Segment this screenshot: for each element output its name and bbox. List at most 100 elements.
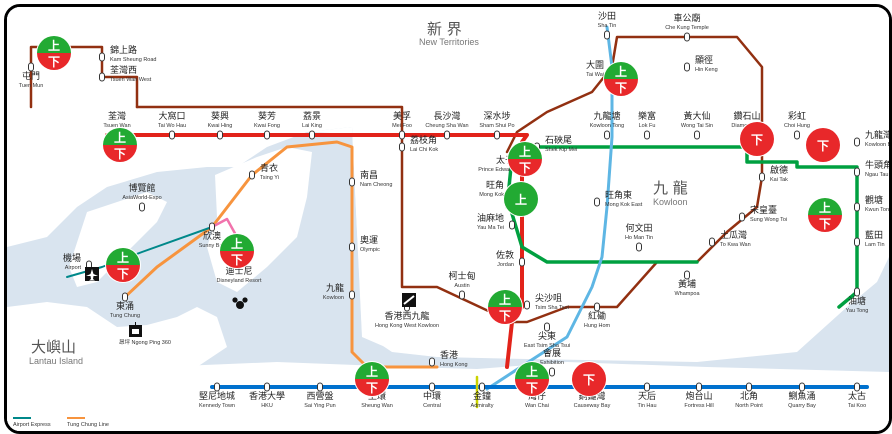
direction-marker[interactable]: 上下 xyxy=(36,35,72,71)
station-dot-tuen-mun[interactable] xyxy=(28,62,34,72)
station-name-zh-shek-kip-mei: 石硤尾 xyxy=(545,135,572,146)
station-name-zh-tin-hau: 天后 xyxy=(638,391,656,402)
station-dot-tsuen-wan-west[interactable] xyxy=(99,72,105,82)
direction-marker[interactable]: 上下 xyxy=(507,141,543,177)
station-dot-wong-tai-sin[interactable] xyxy=(694,130,700,140)
direction-marker[interactable]: 上下 xyxy=(487,289,523,325)
station-dot-east-tsim-sha-tsui[interactable] xyxy=(544,322,550,332)
station-dot-lam-tin[interactable] xyxy=(854,237,860,247)
station-dot-mei-foo[interactable] xyxy=(399,130,405,140)
direction-marker[interactable]: 上 xyxy=(503,181,539,217)
station-name-zh-yau-ma-tei: 油麻地 xyxy=(477,212,504,224)
area-lantau-en: Lantau Island xyxy=(29,356,83,366)
marker-down-disc xyxy=(806,128,840,162)
station-name-en-tuen-mun: Tuen Mun xyxy=(19,83,44,89)
tung-chung-line xyxy=(123,140,439,369)
station-dot-kwun-tong[interactable] xyxy=(854,202,860,212)
station-name-en-kowloon-bay: Kowloon Bay xyxy=(865,142,889,148)
station-dot-yau-tong[interactable] xyxy=(854,287,860,297)
station-dot-sham-shui-po[interactable] xyxy=(494,130,500,140)
station-dot-to-kwa-wan[interactable] xyxy=(709,237,715,247)
station-dot-quarry-bay[interactable] xyxy=(799,382,805,392)
station-dot-tung-chung[interactable] xyxy=(122,292,128,302)
station-name-zh-sheung-wan: 上環 xyxy=(368,391,386,402)
station-dot-austin[interactable] xyxy=(459,290,465,300)
station-name-zh-kowloon-bay: 九龍灣 xyxy=(865,129,889,141)
station-dot-asiaworld-expo[interactable] xyxy=(139,202,145,212)
station-name-en-exhibition: Exhibition xyxy=(540,360,564,366)
station-dot-admiralty[interactable] xyxy=(479,382,485,392)
station-name-en-north-point: North Point xyxy=(735,403,763,409)
station-dot-nam-cheong[interactable] xyxy=(349,177,355,187)
station-dot-sha-tin[interactable] xyxy=(604,30,610,40)
station-name-en-tsing-yi: Tsing Yi xyxy=(260,175,279,181)
station-dot-kam-sheung-road[interactable] xyxy=(99,52,105,62)
station-dot-olympic[interactable] xyxy=(349,242,355,252)
marker-down-disc xyxy=(740,122,774,156)
direction-marker[interactable]: 上下 xyxy=(219,233,255,269)
station-dot-sunny-bay[interactable] xyxy=(209,222,215,232)
station-dot-tai-koo[interactable] xyxy=(854,382,860,392)
station-name-en-east-tsim-sha-tsui: East Tsim Sha Tsui xyxy=(524,343,570,349)
station-name-zh-kwai-fong: 葵芳 xyxy=(258,110,276,122)
station-dot-tsing-yi[interactable] xyxy=(249,170,255,180)
station-dot-kowloon[interactable] xyxy=(349,290,355,300)
station-dot-central[interactable] xyxy=(429,382,435,392)
direction-marker[interactable]: 上下 xyxy=(603,61,639,97)
station-dot-tai-wo-hau[interactable] xyxy=(169,130,175,140)
station-dot-yau-ma-tei[interactable] xyxy=(509,220,515,230)
station-dot-tsim-sha-tsui[interactable] xyxy=(524,300,530,310)
high-speed-rail-icon xyxy=(402,293,416,307)
station-dot-lai-chi-kok[interactable] xyxy=(399,142,405,152)
station-name-zh-tsuen-wan-west: 荃灣西 xyxy=(110,64,137,76)
station-name-en-kowloon-tong: Kowloon Tong xyxy=(590,123,624,129)
station-dot-kai-tak[interactable] xyxy=(759,172,765,182)
direction-marker[interactable]: 上下 xyxy=(514,361,550,397)
marker-down-half xyxy=(220,251,254,268)
land-kowloon-west xyxy=(307,127,612,352)
marker-up-label: 上 xyxy=(526,364,538,379)
marker-up-half xyxy=(604,62,638,79)
station-dot-kennedy-town[interactable] xyxy=(214,382,220,392)
station-dot-tin-hau[interactable] xyxy=(644,382,650,392)
station-dot-kwai-fong[interactable] xyxy=(264,130,270,140)
station-dot-kowloon-bay[interactable] xyxy=(854,137,860,147)
direction-marker[interactable]: 下 xyxy=(571,361,607,397)
area-new-territories-en: New Territories xyxy=(419,37,479,47)
station-dot-kwai-hing[interactable] xyxy=(217,130,223,140)
station-name-zh-hku: 香港大學 xyxy=(249,390,285,402)
station-dot-kowloon-tong[interactable] xyxy=(604,130,610,140)
station-dot-cheung-sha-wan[interactable] xyxy=(444,130,450,140)
station-dot-ngau-tau-kok[interactable] xyxy=(854,167,860,177)
station-dot-sung-wong-toi[interactable] xyxy=(739,212,745,222)
station-dot-hong-kong[interactable] xyxy=(429,357,435,367)
station-dot-fortress-hill[interactable] xyxy=(696,382,702,392)
station-dot-lok-fu[interactable] xyxy=(644,130,650,140)
station-dot-hin-keng[interactable] xyxy=(684,62,690,72)
station-dot-hku[interactable] xyxy=(264,382,270,392)
station-dot-jordan[interactable] xyxy=(519,257,525,267)
direction-marker[interactable]: 下 xyxy=(739,121,775,157)
station-name-en-to-kwa-wan: To Kwa Wan xyxy=(720,242,751,248)
direction-marker[interactable]: 上下 xyxy=(105,247,141,283)
station-dot-choi-hung[interactable] xyxy=(794,130,800,140)
station-dot-ho-man-tin[interactable] xyxy=(636,242,642,252)
station-dot-che-kung-temple[interactable] xyxy=(684,32,690,42)
station-dot-hung-hom[interactable] xyxy=(594,302,600,312)
station-dot-mong-kok-east[interactable] xyxy=(594,197,600,207)
station-dot-whampoa[interactable] xyxy=(684,270,690,280)
station-dot-lai-king[interactable] xyxy=(309,130,315,140)
direction-marker[interactable]: 上下 xyxy=(807,197,843,233)
station-name-en-lai-king: Lai King xyxy=(302,123,322,129)
direction-marker[interactable]: 上下 xyxy=(102,127,138,163)
tsuen-wan-line xyxy=(105,133,529,369)
direction-marker[interactable]: 下 xyxy=(805,127,841,163)
direction-marker[interactable]: 上下 xyxy=(354,361,390,397)
station-name-en-yau-ma-tei: Yau Ma Tei xyxy=(477,225,504,231)
station-dot-north-point[interactable] xyxy=(746,382,752,392)
station-name-en-tsuen-wan: Tsuen Wan xyxy=(103,123,130,129)
station-dot-sai-ying-pun[interactable] xyxy=(317,382,323,392)
station-dot-exhibition[interactable] xyxy=(549,367,555,377)
station-name-en-sunny-bay: Sunny Bay xyxy=(199,243,226,249)
